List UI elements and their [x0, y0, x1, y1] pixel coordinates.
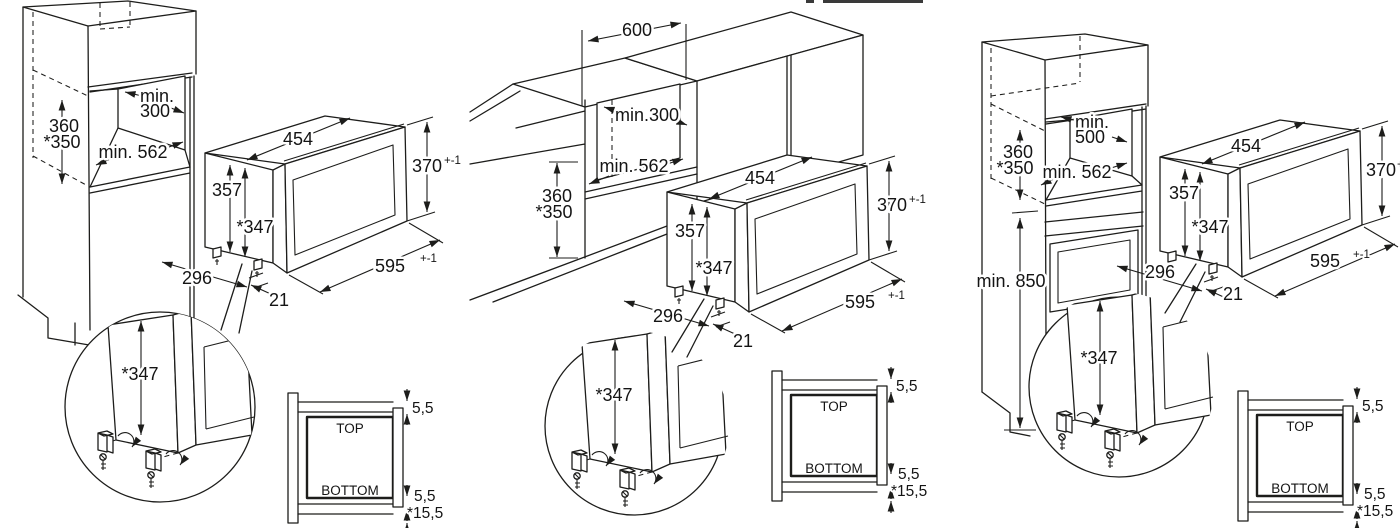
depth-label: 296 [182, 268, 212, 288]
depth-label: 296 [1145, 262, 1175, 282]
gap-bottom-total-label: *15,5 [1357, 503, 1393, 520]
niche-height-alt-label: *350 [535, 202, 572, 222]
screenshot-artifact-bar [823, 0, 923, 3]
side-view-top-label: TOP [336, 421, 364, 436]
detail-height-label: *347 [595, 385, 632, 405]
gap-bottom-total-label: *15,5 [891, 483, 927, 500]
depth-label: 296 [653, 306, 683, 326]
gap-bottom-label: 5,5 [898, 466, 920, 483]
oven-height-label: 357 [1169, 183, 1199, 203]
gap-bottom-label: 5,5 [414, 488, 436, 505]
detail-leader-lines [220, 263, 253, 334]
oven-inner-height-label: *347 [1191, 217, 1228, 237]
oven-height-label: 357 [212, 180, 242, 200]
built-in-oven-control-band [1044, 211, 1144, 237]
front-height-label: 370 [1366, 160, 1396, 180]
front-width-tolerance: +-1 [888, 290, 905, 302]
niche-height-label: 360 [49, 116, 79, 136]
oven-inner-height-label: *347 [695, 258, 732, 278]
oven-width-label: 454 [745, 168, 775, 188]
front-height-label: 370 [877, 195, 907, 215]
side-view-bottom-label: BOTTOM [321, 483, 379, 498]
dimension-annotations: min. 500 min. 562 360 *350 min. 850 454 … [974, 110, 1400, 523]
gap-top-label: 5,5 [412, 400, 434, 417]
oven-height-label: 357 [675, 221, 705, 241]
front-height-tolerance: +-1 [1397, 159, 1400, 171]
detail-leader-lines [671, 298, 714, 358]
niche-width-label: min. [140, 86, 174, 106]
dimension-annotations: 600 min.300 min. 562 360 *350 454 357 *3… [533, 18, 929, 503]
side-view-top-label: TOP [820, 399, 848, 414]
detail-height-label: *347 [1080, 348, 1117, 368]
side-view-bottom-label: BOTTOM [805, 461, 863, 476]
front-height-tolerance: +-1 [909, 194, 926, 206]
niche-width-label: min. [1075, 112, 1109, 132]
door-overhang-label: 21 [269, 290, 289, 310]
gap-top-label: 5,5 [1362, 398, 1384, 415]
gap-bottom-total-label: *15,5 [407, 505, 443, 522]
oven-width-label: 454 [283, 129, 313, 149]
floor-clearance-label: min. 850 [976, 271, 1045, 291]
front-height-label: 370 [412, 156, 442, 176]
cabinet-drawing [981, 33, 1149, 437]
front-width-tolerance: +-1 [1353, 249, 1370, 261]
panel-tall-cabinet-oven-below: min. 500 min. 562 360 *350 min. 850 454 … [974, 33, 1400, 528]
oven-width-label: 454 [1231, 136, 1261, 156]
side-view-top-label: TOP [1286, 419, 1314, 434]
front-height-tolerance: +-1 [444, 155, 461, 167]
gap-bottom-label: 5,5 [1364, 486, 1386, 503]
cabinet-width-label: 600 [622, 20, 652, 40]
detail-height-label: *347 [121, 364, 158, 384]
niche-width-value: 300 [140, 101, 170, 121]
front-width-label: 595 [845, 292, 875, 312]
dimension-annotations: min. 300 min. 562 360 *350 454 357 *347 … [41, 84, 463, 525]
detail-leader-lines [1164, 263, 1206, 323]
panel-tall-cabinet-niche: min. 300 min. 562 360 *350 454 357 *347 … [17, 0, 463, 528]
niche-depth-label: min. 562 [98, 142, 167, 162]
niche-depth-label: min. 562 [599, 156, 668, 176]
panel-wall-cabinet-row: 600 min.300 min. 562 360 *350 454 357 *3… [469, 11, 929, 516]
niche-height-label: 360 [542, 186, 572, 206]
oven-inner-height-label: *347 [236, 217, 273, 237]
front-width-label: 595 [1310, 251, 1340, 271]
niche-width-label: min.300 [615, 105, 679, 125]
door-overhang-label: 21 [733, 331, 753, 351]
front-width-label: 595 [375, 256, 405, 276]
niche-depth-label: min. 562 [1042, 162, 1111, 182]
niche-height-alt-label: *350 [43, 132, 80, 152]
gap-top-label: 5,5 [896, 378, 918, 395]
front-width-tolerance: +-1 [420, 253, 437, 265]
side-view-bottom-label: BOTTOM [1271, 481, 1329, 496]
niche-height-label: 360 [1003, 142, 1033, 162]
niche-width-value: 500 [1075, 127, 1105, 147]
niche-height-alt-label: *350 [996, 158, 1033, 178]
door-overhang-label: 21 [1223, 284, 1243, 304]
screenshot-artifact-bar [806, 0, 814, 3]
cabinet-drawing [469, 11, 864, 303]
